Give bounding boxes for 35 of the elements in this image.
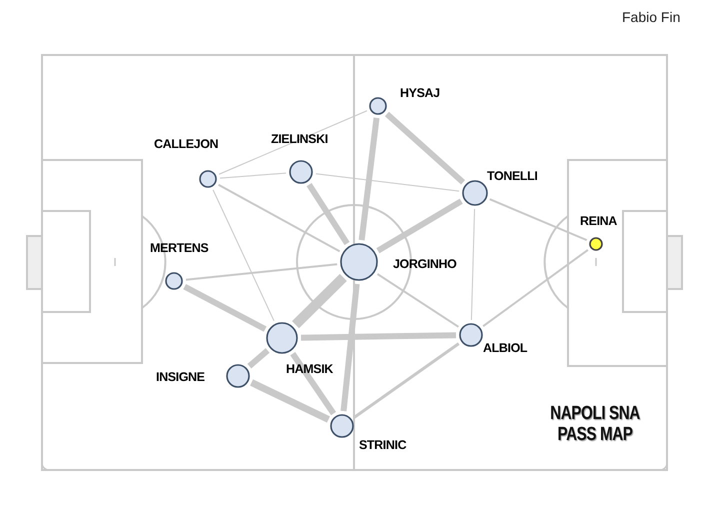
pass-line <box>306 182 350 246</box>
pass-line <box>489 198 588 242</box>
player-name: MERTENS <box>150 241 208 255</box>
map-title: NAPOLI SNA PASS MAP <box>549 403 641 445</box>
pass-line <box>247 348 270 368</box>
player-name: REINA <box>580 214 617 228</box>
pass-line <box>353 342 460 419</box>
pass-line <box>340 284 360 412</box>
pass-line <box>300 332 456 341</box>
player-name: HYSAJ <box>400 86 440 100</box>
pass-line <box>218 184 340 252</box>
player-name: ALBIOL <box>483 341 528 355</box>
player-name: INSIGNE <box>156 370 205 384</box>
pass-line <box>482 249 588 327</box>
pass-line <box>358 118 380 241</box>
pass-line <box>470 208 476 320</box>
pass-line <box>183 284 267 332</box>
pass-line <box>219 172 287 179</box>
player-name: STRINIC <box>359 438 406 452</box>
player-name: ZIELINSKI <box>271 132 328 146</box>
pass-line <box>376 273 459 328</box>
author-credit: Fabio Fin <box>622 9 680 25</box>
player-name: TONELLI <box>487 169 538 183</box>
pass-line <box>212 189 274 322</box>
pass-line <box>315 173 460 192</box>
pass-line <box>384 112 466 185</box>
pass-line <box>292 274 347 328</box>
pass-line <box>186 263 338 281</box>
player-name: JORGINHO <box>393 257 456 271</box>
pass-line <box>290 352 336 416</box>
pass-line <box>376 198 463 254</box>
player-name: HAMSIK <box>286 362 333 376</box>
player-name: CALLEJON <box>154 137 218 151</box>
pass-line <box>218 110 368 175</box>
pass-line <box>250 379 330 423</box>
